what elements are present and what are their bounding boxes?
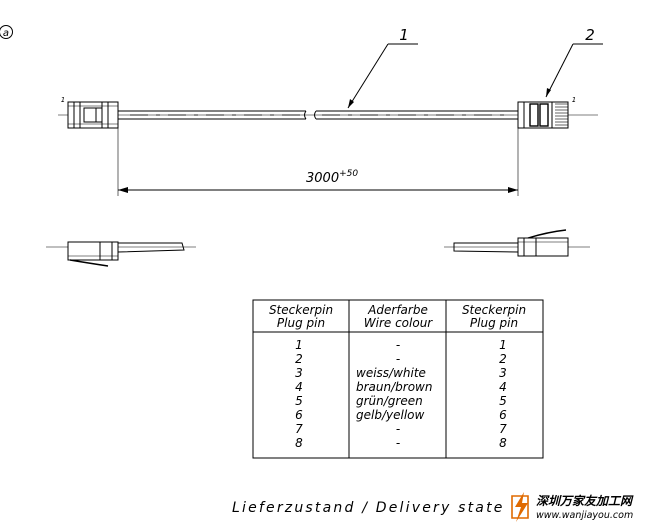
table-row: 3 weiss/white 3 — [295, 366, 507, 380]
row1-colour: - — [396, 338, 400, 352]
row4-colour: braun/brown — [356, 380, 432, 394]
length-value: 3000+50 — [306, 169, 358, 186]
header-col1-de: Steckerpin — [269, 303, 333, 317]
watermark-url: www.wanjiayou.com — [536, 510, 633, 521]
header-col3-en: Plug pin — [470, 316, 518, 330]
cable-top-view — [58, 110, 598, 120]
table-row: 8 - 8 — [295, 436, 507, 450]
right-plug — [517, 101, 569, 129]
watermark-logo: 深圳万家友加工网 www.wanjiayou.com — [508, 492, 657, 529]
table-row: 5 grün/green 5 — [295, 394, 507, 408]
right-side-view — [444, 229, 590, 257]
row1-pin-left: 1 — [295, 338, 303, 352]
row6-pin-left: 6 — [295, 408, 303, 422]
callout-cable: 1 — [347, 26, 418, 109]
row5-colour: grün/green — [356, 394, 423, 408]
header-col3-de: Steckerpin — [462, 303, 526, 317]
table-row: 1 - 1 — [295, 338, 507, 352]
row8-colour: - — [396, 436, 400, 450]
row2-pin-right: 2 — [499, 352, 507, 366]
table-row: 7 - 7 — [295, 422, 507, 436]
row8-pin-left: 8 — [295, 436, 303, 450]
row3-colour: weiss/white — [356, 366, 426, 380]
watermark-bolt-icon — [511, 492, 529, 522]
row1-pin-right: 1 — [499, 338, 507, 352]
table-row: 4 braun/brown 4 — [295, 380, 507, 394]
row4-pin-right: 4 — [499, 380, 507, 394]
left-pin-marker: 1 — [61, 96, 65, 104]
callout-cable-label: 1 — [399, 26, 409, 44]
right-pin-marker: 1 — [572, 96, 576, 104]
header-col2-de: Aderfarbe — [367, 303, 428, 317]
callout-connector-label: 2 — [585, 26, 595, 44]
callout-connector: 2 — [545, 26, 603, 98]
left-side-view — [46, 241, 196, 267]
table-row: 6 gelb/yellow 6 — [295, 408, 507, 422]
row7-pin-right: 7 — [499, 422, 507, 436]
row6-colour: gelb/yellow — [356, 408, 424, 422]
row7-colour: - — [396, 422, 400, 436]
row3-pin-left: 3 — [295, 366, 303, 380]
watermark-name: 深圳万家友加工网 — [536, 494, 634, 508]
row7-pin-left: 7 — [295, 422, 303, 436]
row2-colour: - — [396, 352, 400, 366]
row3-pin-right: 3 — [499, 366, 507, 380]
row2-pin-left: 2 — [295, 352, 303, 366]
table-row: 2 - 2 — [295, 352, 507, 366]
length-tolerance: +50 — [339, 169, 358, 179]
row6-pin-right: 6 — [499, 408, 507, 422]
header-col2-en: Wire colour — [364, 316, 434, 330]
row4-pin-left: 4 — [295, 380, 303, 394]
row5-pin-right: 5 — [499, 394, 507, 408]
row5-pin-left: 5 — [295, 394, 303, 408]
view-marker-label: a — [3, 28, 9, 39]
view-marker: a — [0, 25, 13, 39]
length-dimension: 3000+50 — [117, 128, 519, 196]
length-main: 3000 — [306, 171, 339, 186]
pin-table: Steckerpin Plug pin Aderfarbe Wire colou… — [252, 299, 544, 459]
header-col1-en: Plug pin — [277, 316, 325, 330]
delivery-state-caption: Lieferzustand / Delivery state — [232, 500, 505, 516]
row8-pin-right: 8 — [499, 436, 507, 450]
left-plug — [67, 101, 119, 129]
